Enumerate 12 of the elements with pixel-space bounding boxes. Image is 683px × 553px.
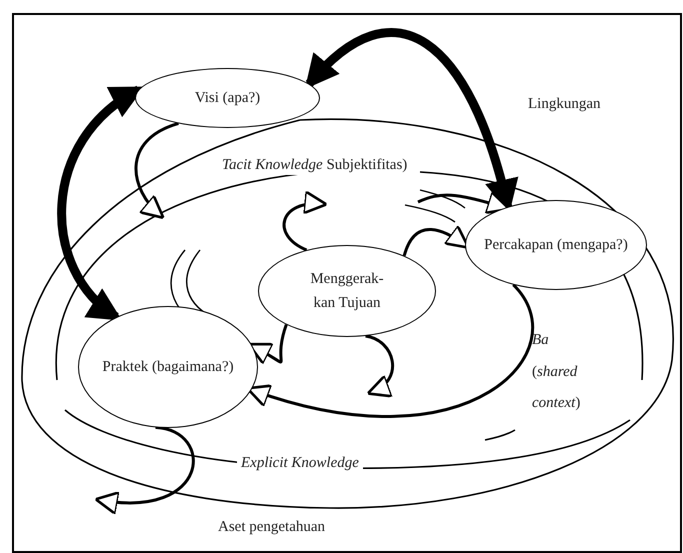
text-label: Aset pengetahuan — [218, 518, 326, 537]
node-label: Praktek (bagaimana?) — [102, 358, 234, 377]
node-label: Visi (apa?) — [194, 89, 260, 108]
curved-arrow — [282, 191, 328, 252]
node-label: Menggerak- kan Tujuan — [309, 270, 385, 313]
curved-arrow — [94, 426, 195, 514]
node-label: Percakapan (mengapa?) — [484, 236, 628, 255]
text-label: Ba (shared context) — [532, 331, 582, 413]
curved-arrow — [365, 334, 394, 396]
text-label: Lingkungan — [528, 95, 600, 114]
curved-arrow — [134, 122, 179, 220]
thick-curved-arrow — [57, 86, 144, 322]
